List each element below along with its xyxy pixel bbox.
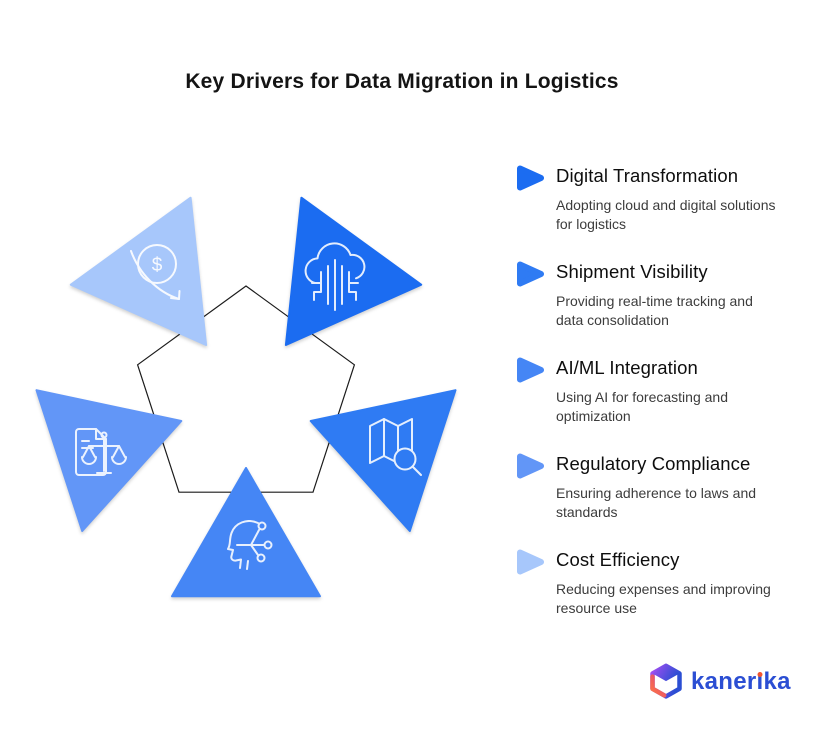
dollar-decline-icon: $ xyxy=(130,244,181,300)
triangle-shipment-visibility xyxy=(309,389,457,532)
legend-label: Cost Efficiency xyxy=(556,549,680,570)
legend-marker-triangle-icon xyxy=(517,549,544,575)
legend-description: Providing real-time tracking and data co… xyxy=(556,293,753,328)
map-search-icon xyxy=(369,418,422,476)
legend-label: Digital Transformation xyxy=(556,165,739,186)
cloud-circuit-icon xyxy=(304,242,366,311)
legend-marker-triangle-icon xyxy=(517,453,544,479)
legend-marker-triangle-icon xyxy=(517,165,544,191)
legend-description: Ensuring adherence to laws and standards xyxy=(556,485,757,520)
document-scales-icon xyxy=(75,428,127,476)
page-title: Key Drivers for Data Migration in Logist… xyxy=(185,70,619,93)
legend-marker-triangle-icon xyxy=(517,357,544,383)
legend-description: Using AI for forecasting and optimizatio… xyxy=(556,389,728,424)
triangle-digital-transformation xyxy=(284,196,423,346)
legend-marker-triangle-icon xyxy=(517,261,544,287)
triangle-ai-ml-integration xyxy=(171,467,321,598)
head-circuit-icon xyxy=(227,520,273,570)
legend-description: Adopting cloud and digital solutions for… xyxy=(556,197,776,232)
triangle-cost-efficiency: $ xyxy=(69,196,208,346)
legend-item-regulatory-compliance: Regulatory Compliance Ensuring adherence… xyxy=(516,453,821,549)
legend-label: Regulatory Compliance xyxy=(556,453,751,474)
pentagon-diagram: $ xyxy=(35,196,457,598)
legend-description: Reducing expenses and improving resource… xyxy=(556,581,771,616)
legend-label: Shipment Visibility xyxy=(556,261,708,282)
legend-item-digital-transformation: Digital Transformation Adopting cloud an… xyxy=(516,165,821,261)
svg-text:$: $ xyxy=(152,255,163,276)
legend-item-cost-efficiency: Cost Efficiency Reducing expenses and im… xyxy=(516,549,821,645)
legend-item-shipment-visibility: Shipment Visibility Providing real-time … xyxy=(516,261,821,357)
legend-label: AI/ML Integration xyxy=(556,357,698,378)
kanerika-cube-icon xyxy=(650,663,682,699)
legend: Digital Transformation Adopting cloud an… xyxy=(516,165,821,645)
triangle-regulatory-compliance xyxy=(35,389,183,532)
legend-item-ai-ml-integration: AI/ML Integration Using AI for forecasti… xyxy=(516,357,821,453)
